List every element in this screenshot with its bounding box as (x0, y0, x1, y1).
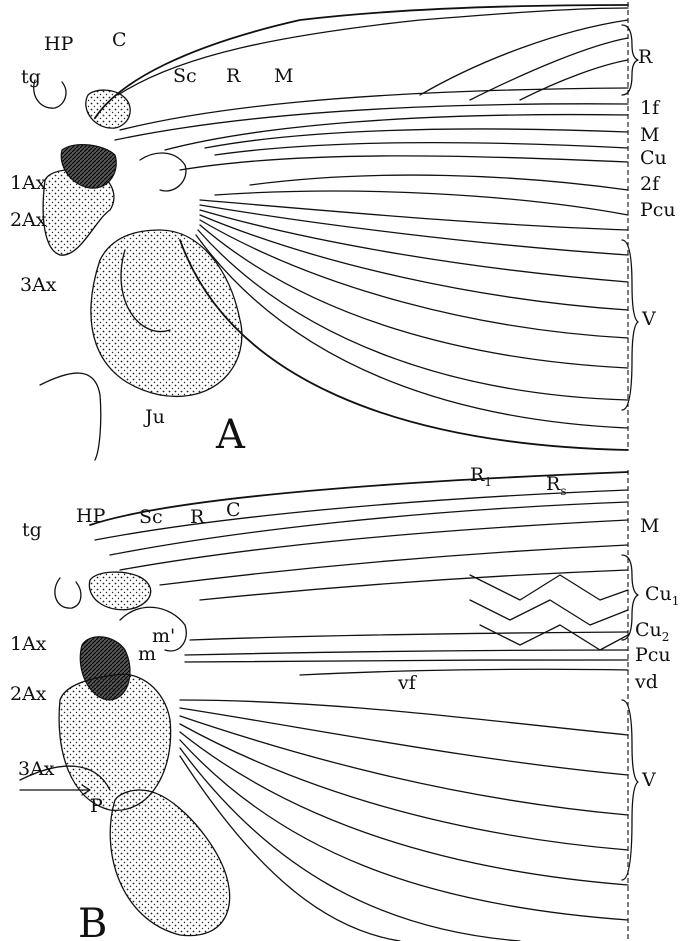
notal-margin-a (40, 373, 101, 460)
right-label-v-b: V (641, 769, 656, 791)
label-r-b: R (190, 506, 205, 528)
right-label-cu2-b: Cu2 (635, 619, 669, 644)
panel-letter-a: A (215, 412, 246, 458)
vannal-vein-1-b (180, 700, 628, 735)
right-label-m-b: M (640, 515, 659, 537)
brace-v-a (622, 240, 638, 410)
label-tg-a: tg (21, 66, 41, 88)
vannal-vein-2-b (180, 708, 628, 775)
radius-vein-a (115, 104, 628, 140)
right-label-pcu-a: Pcu (640, 199, 676, 221)
postcubitus-vein-b (185, 650, 628, 655)
label-m-prime-b: m' (152, 625, 175, 647)
fold-2f-a (250, 175, 628, 190)
label-tg-b: tg (22, 519, 42, 541)
panel-letter-b: B (78, 901, 107, 941)
humeral-plate-a (86, 90, 130, 128)
vannal-vein-6-a (200, 225, 628, 368)
panel-b (20, 470, 628, 941)
cubitus-vein-a (180, 156, 628, 170)
vannal-fold-b (300, 669, 628, 675)
label-2ax-a: 2Ax (10, 209, 47, 231)
media-vein-b (160, 545, 628, 585)
right-label-1f-a: 1f (640, 97, 661, 119)
cubitus2-vein-b (190, 632, 628, 640)
cubitus1-vein-b (200, 570, 628, 600)
label-rs-b: Rs (546, 473, 566, 498)
label-p-b: P (90, 795, 103, 817)
radius-vein-b (110, 502, 628, 555)
right-label-vd-b: vd (634, 671, 658, 693)
vannal-vein-4-b (180, 724, 628, 850)
cu1-cell-row-1 (470, 575, 628, 600)
label-c-a: C (112, 29, 127, 51)
panel-a (34, 2, 628, 460)
label-r1-b: R1 (470, 464, 492, 489)
vannal-vein-5-a (200, 220, 628, 338)
postcubitus-vein-2-b (185, 660, 628, 662)
right-label-v-a: V (641, 308, 656, 330)
postcubitus-vein-a (215, 191, 628, 215)
label-ju-a: Ju (143, 406, 165, 428)
jugal-lobe-a (91, 230, 242, 396)
right-label-2f-a: 2f (640, 173, 661, 195)
right-label-pcu-b: Pcu (635, 644, 671, 666)
right-label-cu-a: Cu (640, 147, 667, 169)
apex-vein-3-a (520, 60, 628, 100)
vannal-vein-3-b (180, 716, 628, 815)
right-label-m-a: M (640, 124, 659, 146)
label-1ax-a: 1Ax (10, 172, 47, 194)
label-m-a: M (274, 65, 293, 87)
label-r-a: R (226, 65, 241, 87)
cu1-cell-row-2 (470, 600, 628, 625)
jugal-lobe-b (110, 790, 229, 936)
posterior-margin-a (180, 240, 628, 450)
subcosta-vein-b (95, 490, 628, 540)
vannal-vein-6-b (180, 740, 628, 920)
tegula-b (55, 578, 81, 608)
vannal-vein-7-b (180, 748, 520, 941)
label-1ax-b: 1Ax (10, 633, 47, 655)
label-3ax-b: 3Ax (18, 758, 55, 780)
label-hp-a: HP (44, 33, 74, 55)
right-label-cu1-b: Cu1 (645, 583, 679, 608)
right-label-r-a: R (638, 46, 653, 68)
label-sc-b: Sc (139, 506, 163, 528)
label-hp-b: HP (76, 505, 106, 527)
cu1-cell-row-3 (480, 625, 628, 650)
apex-vein-1-a (420, 20, 628, 95)
brace-r-a (622, 25, 638, 95)
costa-vein-a (95, 5, 628, 118)
vannal-vein-8-a (196, 235, 628, 428)
label-2ax-b: 2Ax (10, 683, 47, 705)
vannal-vein-4-a (200, 215, 628, 310)
humeral-plate-b (89, 572, 150, 610)
vannal-vein-5-b (180, 732, 628, 885)
label-3ax-a: 3Ax (20, 274, 57, 296)
label-sc-a: Sc (173, 65, 197, 87)
vannal-vein-2-a (200, 205, 628, 255)
label-vf-b: vf (397, 672, 418, 694)
brace-v-b (622, 700, 638, 880)
media-vein-2-a (215, 143, 628, 155)
median-plate-a (140, 153, 186, 191)
label-c-b: C (226, 499, 241, 521)
vannal-vein-7-a (198, 230, 628, 400)
